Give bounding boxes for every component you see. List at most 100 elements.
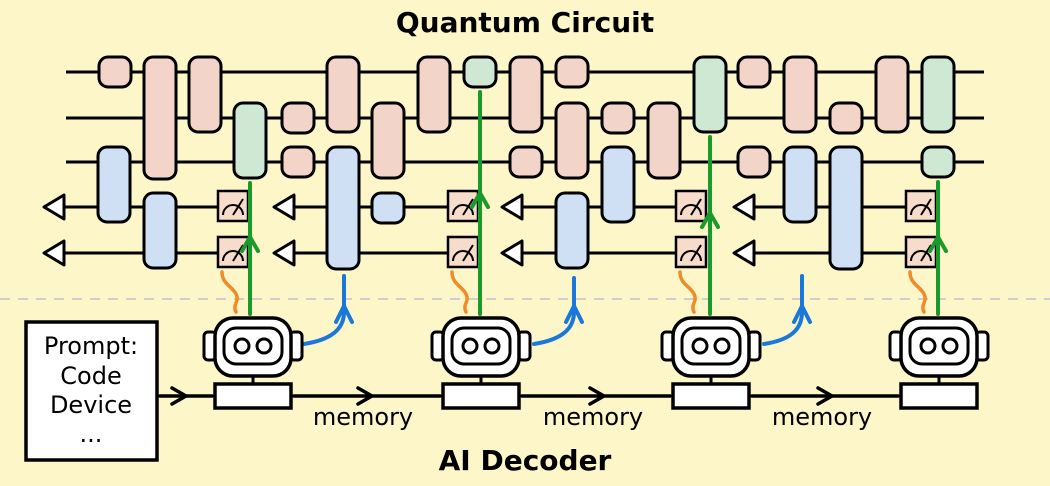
robot-eye — [233, 337, 251, 355]
gate-pink — [280, 101, 316, 135]
gate-green — [920, 145, 956, 179]
gate-green — [692, 55, 728, 134]
robot-body — [441, 382, 521, 410]
memory-label: memory — [543, 403, 643, 431]
robot-face — [450, 326, 512, 366]
gate-pink — [736, 145, 772, 179]
arrowhead — [588, 386, 606, 406]
gate-blue — [325, 145, 361, 271]
reset-triangle — [500, 239, 524, 267]
prompt-box: Prompt: Code Device ... — [24, 320, 159, 462]
reset-triangle — [500, 193, 524, 221]
reset-triangle — [732, 239, 756, 267]
gate-blue — [96, 145, 132, 224]
robot-eye — [713, 337, 731, 355]
meter-icon — [904, 189, 938, 223]
reset-arrowhead — [334, 304, 354, 324]
correction-arrowhead — [470, 191, 490, 209]
meter-icon — [216, 189, 250, 223]
reset-triangle — [732, 193, 756, 221]
gate-blue — [142, 191, 178, 270]
robot-eye — [461, 337, 479, 355]
correction-arrows — [240, 90, 948, 316]
robot-eye — [919, 337, 937, 355]
robot-face — [680, 326, 742, 366]
prompt-line-4: ... — [80, 420, 103, 448]
robot-decoder-1 — [202, 316, 304, 410]
prompt-line-1: Prompt: — [44, 332, 138, 360]
robot-eye — [483, 337, 501, 355]
robot-body — [899, 382, 979, 410]
entangling-gates — [97, 55, 910, 181]
syndrome-arrows — [220, 270, 927, 314]
robot-decoder-2 — [430, 316, 532, 410]
syndrome-arrow — [908, 270, 927, 314]
reset-arrowhead — [792, 304, 812, 324]
gate-pink — [508, 55, 544, 134]
gate-green — [462, 55, 498, 89]
meter-icon — [674, 235, 708, 269]
prompt-line-2: Code — [60, 362, 121, 390]
gate-pink — [280, 145, 316, 179]
gate-pink — [554, 101, 590, 180]
reset-arrows — [302, 274, 812, 346]
reset-triangle — [272, 193, 296, 221]
robot-face — [222, 326, 284, 366]
correction-arrowhead — [928, 235, 948, 253]
arrowhead — [816, 386, 834, 406]
gate-pink — [782, 55, 818, 134]
gate-pink — [325, 55, 361, 134]
gate-pink — [600, 101, 636, 135]
gate-pink — [508, 145, 544, 179]
gate-blue — [370, 191, 406, 225]
gate-pink — [646, 101, 682, 180]
arrowhead — [356, 386, 374, 406]
reset-arrowhead — [564, 304, 584, 324]
memory-label: memory — [772, 403, 872, 431]
robot-eye — [941, 337, 959, 355]
gate-blue — [782, 145, 818, 224]
gate-blue — [828, 145, 864, 271]
reset-triangle — [42, 239, 66, 267]
gate-pink — [187, 55, 223, 134]
gate-pink — [370, 101, 406, 180]
reset-arrow — [762, 274, 804, 346]
correction-arrowhead — [240, 235, 260, 253]
robot-face — [908, 326, 970, 366]
feedback-gates — [232, 55, 956, 180]
decoder-title: AI Decoder — [439, 444, 612, 477]
robot-eye — [255, 337, 273, 355]
gate-blue — [600, 145, 636, 224]
reset-triangle — [42, 193, 66, 221]
robot-decoder-3 — [660, 316, 762, 410]
correction-arrowhead — [700, 211, 720, 229]
meter-icon — [674, 189, 708, 223]
memory-label: memory — [313, 403, 413, 431]
reset-triangle — [272, 239, 296, 267]
arrowhead — [170, 386, 188, 406]
meter-icon — [446, 235, 480, 269]
gate-blue — [554, 191, 590, 270]
syndrome-arrow — [450, 270, 469, 314]
gate-pink — [874, 55, 910, 134]
reset-arrow — [302, 274, 346, 346]
gate-pink — [736, 55, 772, 89]
robot-eye — [691, 337, 709, 355]
prompt-line-3: Device — [50, 391, 132, 419]
gate-pink — [97, 55, 133, 89]
memory-arrows — [158, 386, 900, 406]
syndrome-arrow — [220, 270, 239, 314]
gate-pink — [554, 55, 590, 89]
robot-body — [671, 382, 751, 410]
reset-arrow — [532, 276, 576, 346]
prompt-box-frame — [24, 320, 159, 462]
gate-green — [920, 55, 956, 134]
gate-pink — [828, 101, 864, 135]
robot-body — [213, 382, 293, 410]
gate-pink — [416, 55, 452, 134]
reset-markers — [42, 193, 756, 267]
gate-pink — [142, 55, 178, 181]
diagram-title: Quantum Circuit — [396, 6, 654, 39]
robot-decoder-4 — [888, 316, 990, 410]
